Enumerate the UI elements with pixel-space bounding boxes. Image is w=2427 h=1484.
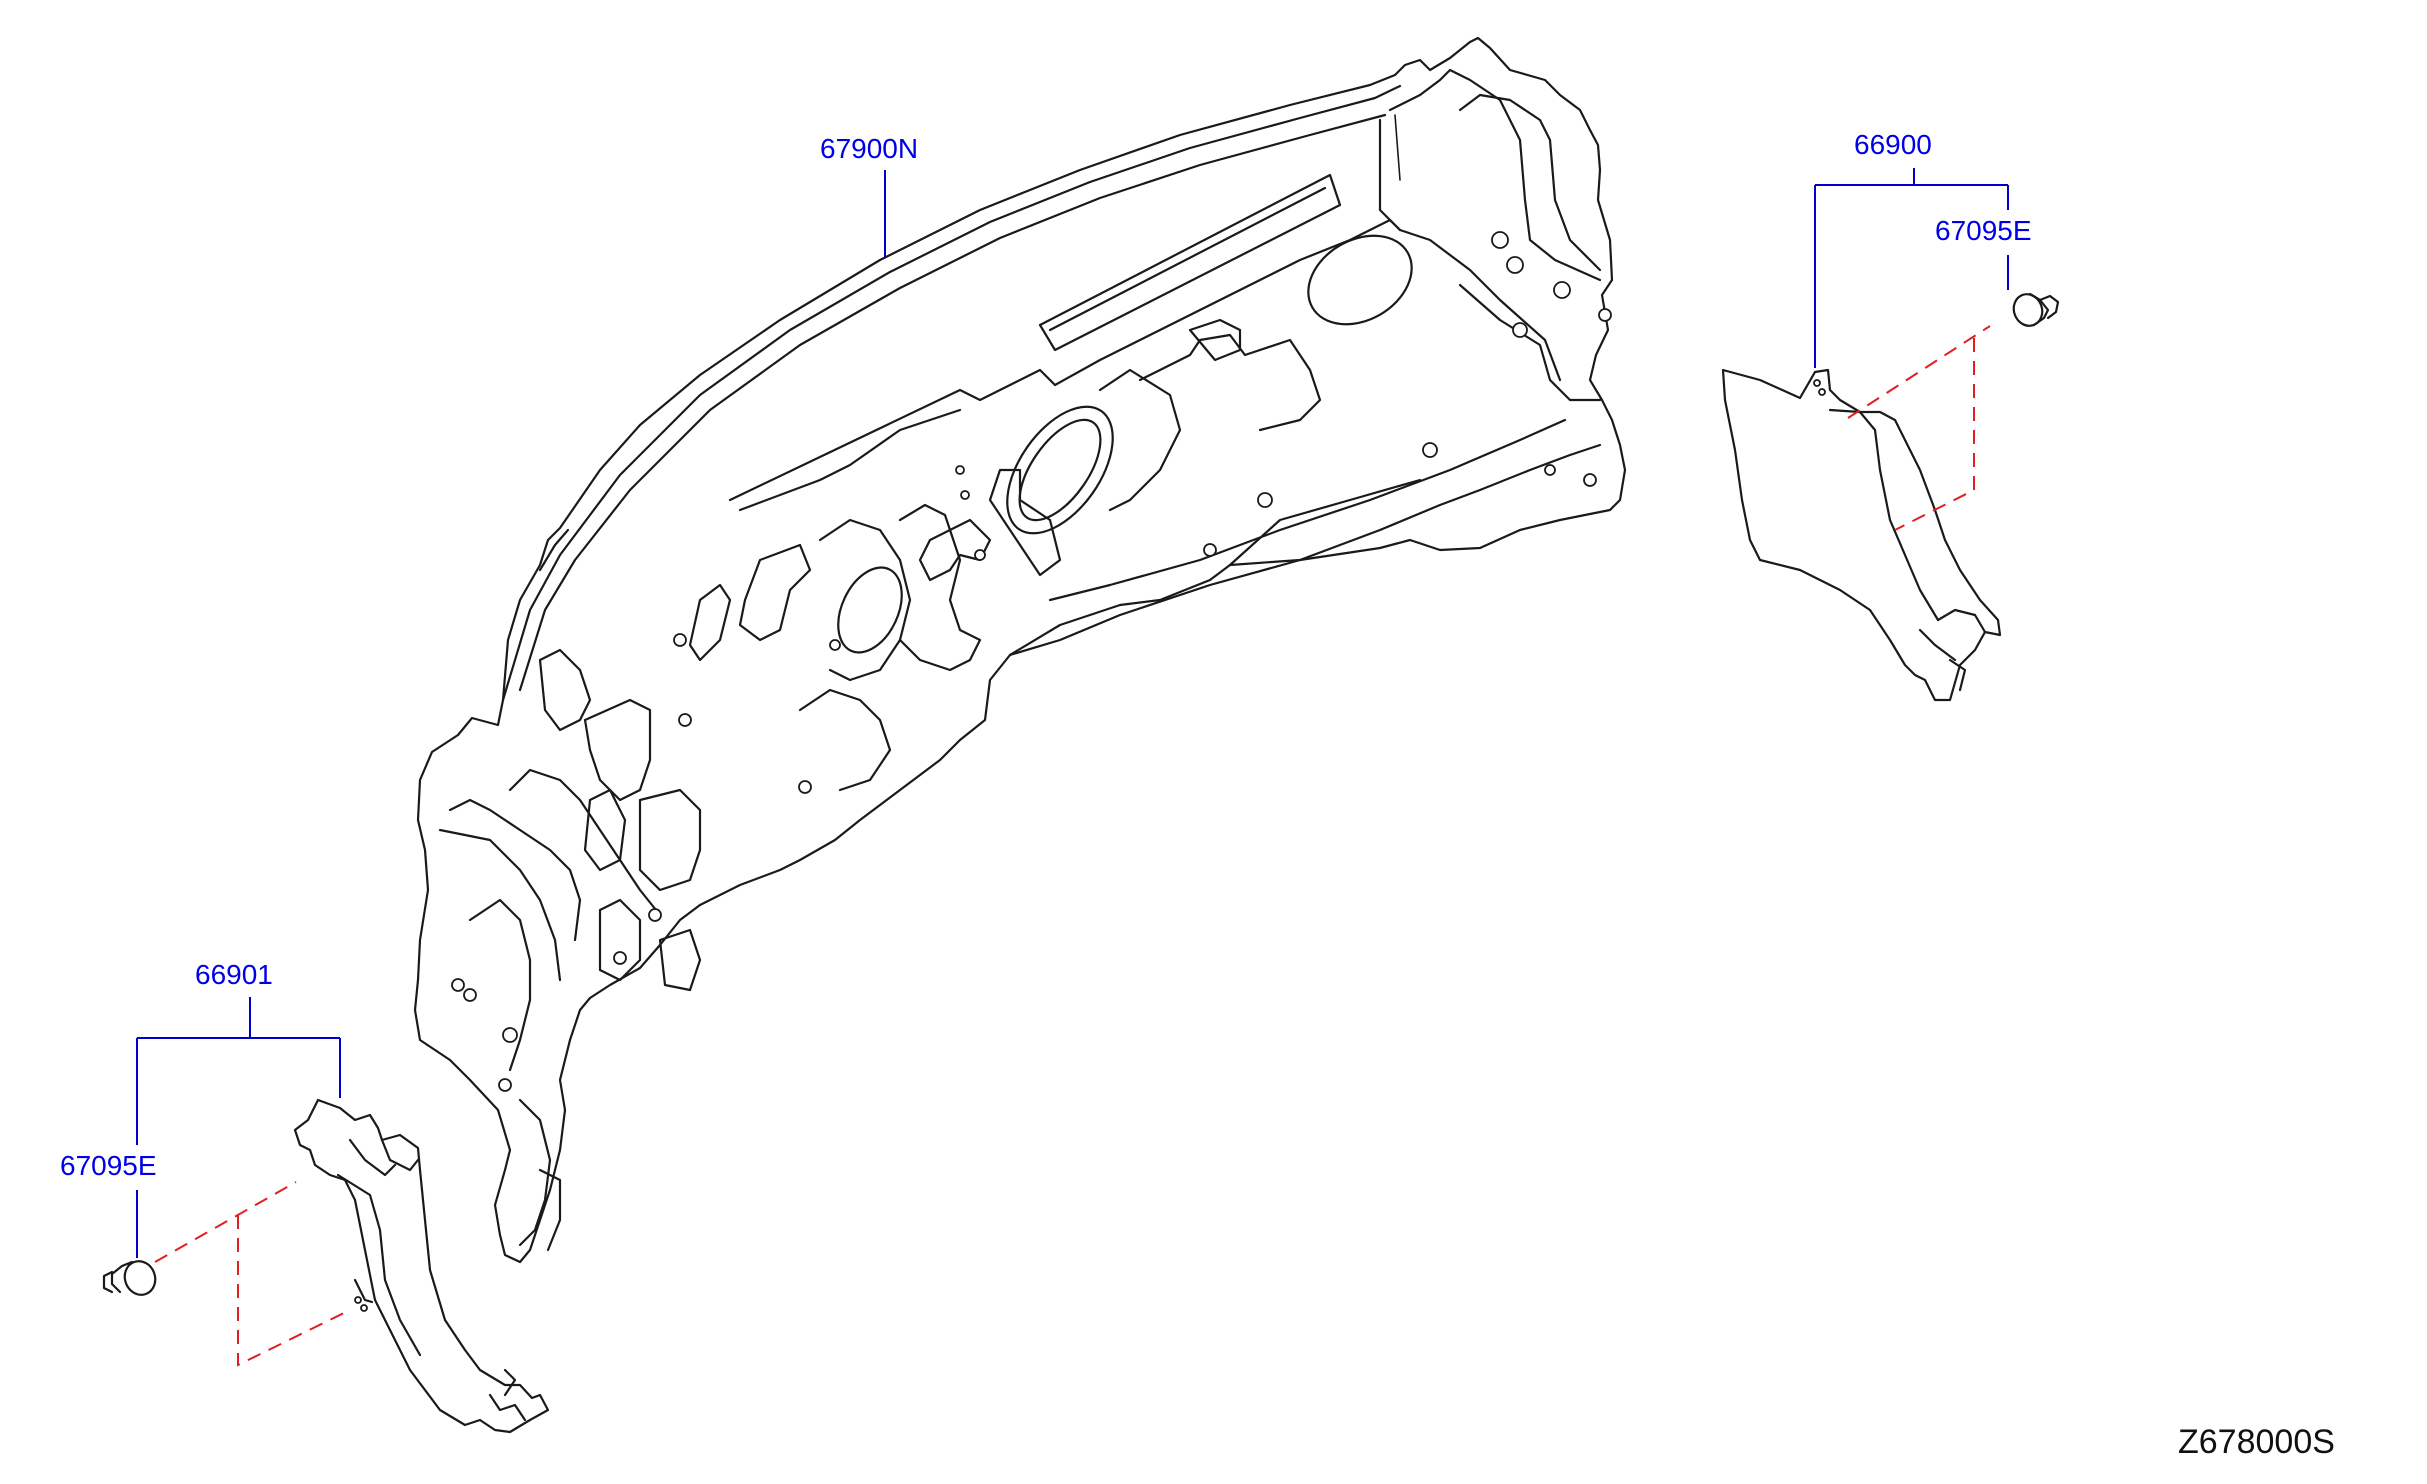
label-clip-right: 67095E (1935, 215, 2032, 246)
label-trim-left: 66901 (195, 959, 273, 990)
right-side-trim-panel (1721, 368, 2002, 702)
right-clip (2012, 292, 2060, 327)
label-trim-right: 66900 (1854, 129, 1932, 160)
part-labels: 67900N 66900 67095E 66901 67095E Z678000… (60, 129, 2335, 1461)
label-dash-panel: 67900N (820, 133, 918, 164)
left-clip (102, 1260, 157, 1296)
assembly-dashed-lines (154, 325, 1991, 1367)
diagram-code: Z678000S (2178, 1423, 2335, 1461)
leader-lines (136, 168, 2009, 1258)
label-clip-left: 67095E (60, 1150, 157, 1181)
dash-panel-insulator (413, 36, 1627, 1264)
left-side-trim-panel (293, 1098, 550, 1434)
